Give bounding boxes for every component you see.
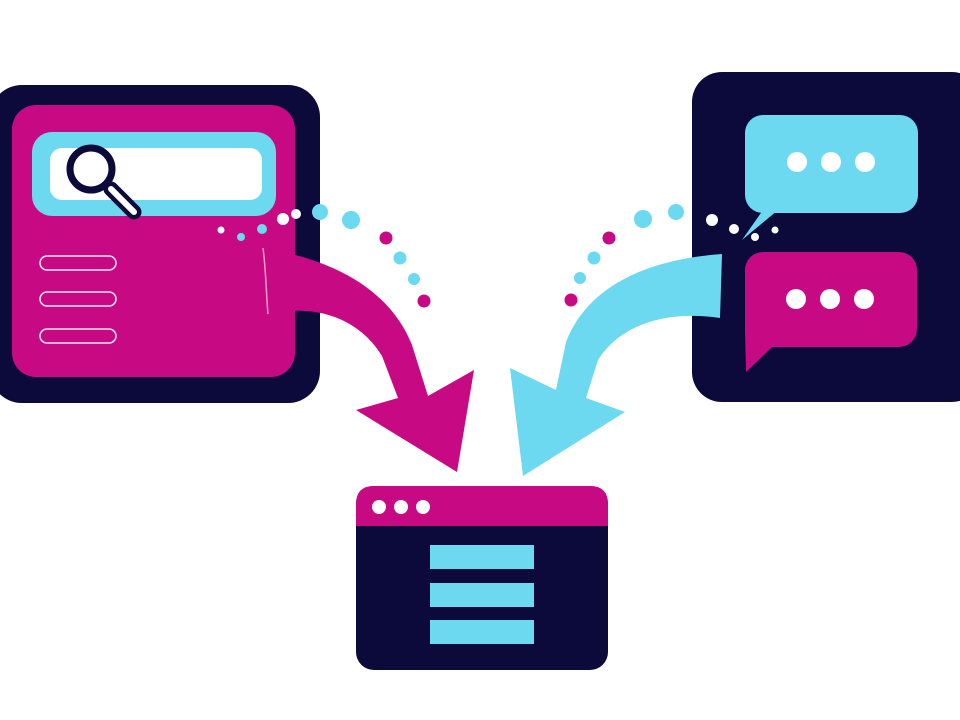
window-dot (372, 500, 386, 514)
result-window-frame (356, 486, 608, 670)
list-item (39, 328, 117, 344)
list-item (39, 255, 117, 271)
window-controls (372, 500, 430, 514)
list-item (39, 291, 117, 307)
ellipsis-icon (787, 152, 875, 172)
chat-bubble-magenta (745, 252, 917, 372)
cyan-arrow (510, 254, 722, 476)
magenta-arrow (262, 247, 474, 472)
magnifier-icon (66, 144, 142, 220)
window-dot (416, 500, 430, 514)
result-window-titlebar (356, 486, 608, 526)
window-dot (394, 500, 408, 514)
ellipsis-icon (786, 289, 874, 309)
chat-bubble-cyan (742, 115, 918, 240)
search-results-list (39, 255, 117, 344)
result-window (356, 486, 608, 670)
chat-panel (692, 72, 960, 402)
hamburger-menu-icon (430, 545, 534, 644)
search-input (50, 148, 262, 200)
dotted-trail-left (217, 204, 431, 308)
search-panel (0, 85, 320, 403)
dotted-trail-right (564, 204, 779, 307)
